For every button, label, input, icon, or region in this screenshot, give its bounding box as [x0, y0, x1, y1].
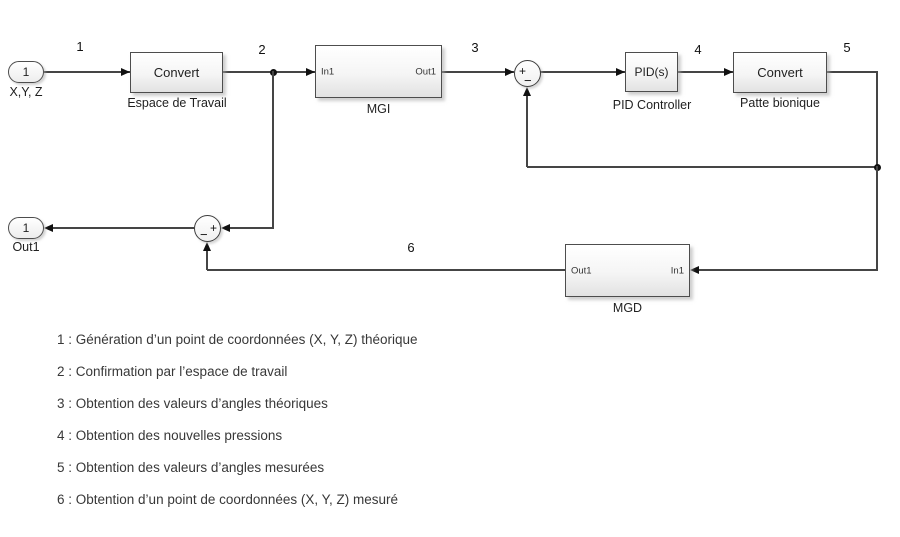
legend-item-2: 2 : Confirmation par l’espace de travail — [57, 364, 288, 379]
inport-number: 1 — [22, 65, 30, 79]
wire-inport-to-workspace[interactable] — [44, 71, 130, 73]
wire-label-4: 4 — [694, 42, 702, 57]
arrowhead-up-icon — [522, 87, 531, 96]
legend-item-4: 4 : Obtention des nouvelles pressions — [57, 428, 283, 443]
pid-controller-block[interactable]: PID(s) — [625, 52, 678, 92]
legend-item-3: 3 : Obtention des valeurs d’angles théor… — [57, 396, 328, 411]
workspace-convert-label: Convert — [153, 65, 200, 80]
sum-block-1[interactable]: + − — [514, 60, 541, 87]
legend-item-6: 6 : Obtention d’un point de coordonnées … — [57, 492, 398, 507]
mgi-out-port-label: Out1 — [415, 66, 436, 77]
wire-label-3: 3 — [471, 40, 479, 55]
wire-workspace-to-mgi[interactable] — [223, 71, 315, 73]
sum1-plus-sign: + — [519, 64, 527, 78]
legend-item-1: 1 : Génération d’un point de coordonnées… — [57, 332, 418, 347]
arrowhead-right-icon — [724, 67, 733, 76]
patte-caption: Patte bionique — [740, 96, 820, 110]
wire-to-mgd-down[interactable] — [876, 166, 878, 271]
wire-label-5: 5 — [843, 40, 851, 55]
wire-into-sum2-right[interactable] — [230, 227, 273, 229]
wire-feedback-top[interactable] — [527, 166, 878, 168]
wire-branch-down[interactable] — [272, 71, 274, 229]
wire-sum2-to-outport[interactable] — [53, 227, 194, 229]
pid-label: PID(s) — [634, 65, 669, 79]
mgd-out-port-label: Out1 — [571, 265, 592, 276]
wire-feedback-into-sum1[interactable] — [526, 90, 528, 167]
legend: 1 : Génération d’un point de coordonnées… — [57, 332, 418, 524]
sum2-minus-sign: − — [200, 227, 208, 242]
mgd-in-port-label: In1 — [670, 265, 684, 276]
sum1-minus-sign: − — [524, 73, 532, 88]
legend-item-5: 5 : Obtention des valeurs d’angles mesur… — [57, 460, 325, 475]
mgd-caption: MGD — [612, 301, 643, 315]
wire-mgd-out[interactable] — [207, 269, 565, 271]
wire-patte-out[interactable] — [827, 71, 878, 73]
workspace-caption: Espace de Travail — [127, 96, 227, 110]
sum2-plus-sign: + — [209, 221, 217, 235]
mgi-caption: MGI — [366, 102, 391, 116]
arrowhead-left-icon — [221, 223, 230, 232]
wire-label-6: 6 — [407, 240, 415, 255]
arrowhead-right-icon — [505, 67, 514, 76]
mgd-block[interactable]: Out1 In1 — [565, 244, 690, 297]
wire-pid-to-patte[interactable] — [678, 71, 733, 73]
outport-caption: Out1 — [12, 240, 40, 254]
inport-block[interactable]: 1 — [8, 61, 44, 83]
arrowhead-left-icon — [690, 265, 699, 274]
patte-convert-block[interactable]: Convert — [733, 52, 827, 93]
pid-caption: PID Controller — [612, 98, 692, 112]
arrowhead-right-icon — [121, 67, 130, 76]
sum-block-2[interactable]: + − — [194, 215, 221, 242]
mgi-in-port-label: In1 — [321, 66, 335, 77]
arrowhead-up-icon — [202, 242, 211, 251]
inport-caption: X,Y, Z — [9, 85, 43, 99]
wire-sum1-to-pid[interactable] — [540, 71, 625, 73]
patte-convert-label: Convert — [757, 65, 803, 80]
arrowhead-right-icon — [616, 67, 625, 76]
outport-block[interactable]: 1 — [8, 217, 44, 239]
wire-label-2: 2 — [258, 42, 266, 57]
wire-into-sum2-bottom[interactable] — [206, 251, 208, 270]
mgi-block[interactable]: In1 Out1 — [315, 45, 442, 98]
wire-mgi-to-sum1[interactable] — [442, 71, 514, 73]
wire-to-mgd-in[interactable] — [699, 269, 876, 271]
arrowhead-left-icon — [44, 223, 53, 232]
workspace-convert-block[interactable]: Convert — [130, 52, 223, 93]
wire-feedback-right-down[interactable] — [876, 71, 878, 168]
arrowhead-right-icon — [306, 67, 315, 76]
outport-number: 1 — [22, 221, 30, 235]
wire-label-1: 1 — [76, 39, 84, 54]
